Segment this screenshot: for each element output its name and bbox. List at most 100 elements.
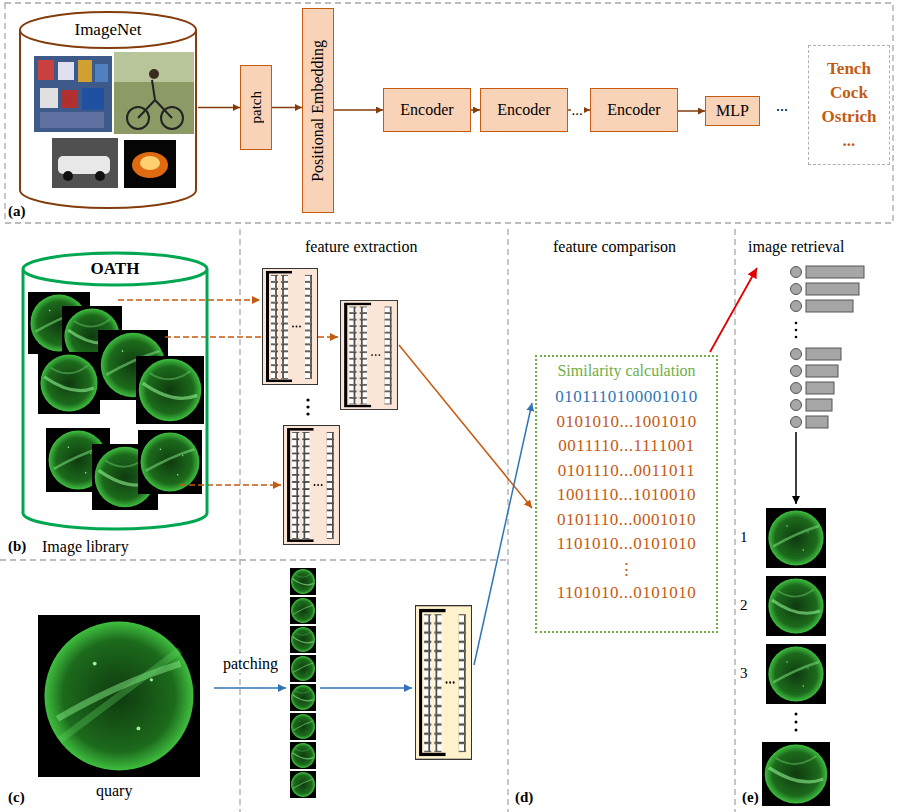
- class-output-box: Tench Cock Ostrich ...: [808, 45, 890, 165]
- panel-separators: [5, 3, 893, 223]
- ranked-list: [791, 267, 802, 278]
- imagenet-photos: [40, 112, 104, 128]
- imagenet-photos: [38, 60, 54, 80]
- imagenet-photos: [140, 156, 160, 170]
- imagenet-photos: [34, 56, 112, 132]
- panel-separators: [0, 559, 508, 560]
- result-images: [766, 508, 826, 568]
- query-arrows: [214, 687, 286, 689]
- panel-separators: [239, 229, 240, 812]
- result-images: [795, 721, 798, 724]
- ranked-list: [791, 301, 802, 312]
- query-image: [60, 650, 180, 740]
- feature-matrices: [263, 268, 318, 384]
- process-box: patch: [240, 65, 272, 150]
- node-text: Encoder: [497, 100, 550, 119]
- node-text: Similarity calculation: [557, 361, 695, 380]
- query-arrows: [214, 403, 532, 688]
- result-arrow: [795, 432, 797, 504]
- node-text: Tench Cock Ostrich ...: [822, 57, 877, 153]
- feature-matrices: [341, 300, 398, 409]
- imagenet-photos: [114, 52, 194, 134]
- feature-matrices: [262, 268, 472, 760]
- result-images: [762, 508, 830, 806]
- panel-separators: [734, 229, 735, 812]
- feature-matrices: [284, 426, 340, 545]
- node-text: 1001110...1010010: [557, 483, 696, 508]
- imagenet-photos: [63, 171, 73, 181]
- patch-strip: [290, 597, 316, 624]
- result-images: [766, 644, 826, 704]
- patch-strip: [290, 684, 316, 711]
- imagenet-photos: [138, 80, 172, 118]
- imagenet-photos: [40, 88, 58, 108]
- ranked-list: [791, 417, 802, 428]
- feature-matrices: [306, 405, 309, 408]
- ranked-list: [806, 365, 838, 377]
- imagenet-photos: [149, 69, 159, 79]
- edge-label: ...: [571, 102, 584, 119]
- flow-arrow: [334, 109, 383, 111]
- flow-arrow: [198, 107, 240, 109]
- imagenet-photos: [95, 64, 108, 82]
- imagenet-photos: [78, 60, 92, 82]
- similarity-box: Similarity calculation010111010000101001…: [535, 355, 718, 633]
- node-text: MLP: [716, 101, 749, 120]
- caption-label: Image library: [42, 537, 129, 556]
- dataset-cylinder: ImageNet: [18, 10, 198, 210]
- node-text: patch: [247, 91, 265, 123]
- process-box: Positional Embedding: [302, 8, 334, 213]
- node-text: 0101110...0001010: [557, 508, 696, 533]
- patch-strip: [290, 771, 316, 798]
- node-text: 0101010...1001010: [556, 410, 696, 435]
- extraction-arrows: [118, 299, 260, 301]
- panel-separators: [0, 3, 893, 812]
- node-text: ImageNet: [74, 20, 141, 40]
- section-heading: feature extraction: [305, 237, 417, 256]
- patch-strip: [290, 568, 316, 798]
- encoder-box: Encoder: [383, 88, 471, 132]
- query-image: [38, 615, 200, 777]
- flow-arrow: [272, 107, 302, 109]
- cylinder-outline: [20, 250, 210, 532]
- ranked-list: [791, 366, 802, 377]
- node-text: Encoder: [607, 100, 660, 119]
- flow-arrow: [471, 109, 480, 111]
- panel-label: (b): [8, 537, 26, 555]
- result-images: [795, 713, 798, 716]
- step-label: patching: [222, 654, 279, 673]
- ranked-list: [806, 300, 853, 312]
- ranked-list: [806, 399, 832, 411]
- imagenet-photos: [124, 140, 176, 188]
- query-arrows: [474, 403, 532, 665]
- imagenet-photos: [82, 88, 104, 110]
- to-comparison-arrow: [399, 345, 532, 508]
- node-text: OATH: [91, 259, 140, 279]
- rank-number: 1: [740, 528, 748, 546]
- patch-strip: [290, 713, 316, 740]
- extraction-arrows: [180, 484, 281, 486]
- node-text: 1101010...0101010: [557, 581, 697, 606]
- patch-strip: [290, 568, 316, 595]
- ranked-list: [791, 383, 802, 394]
- ranked-list: [795, 336, 798, 339]
- node-text: 1101010...0101010: [557, 532, 697, 557]
- encoder-box: Encoder: [590, 88, 678, 132]
- node-text: 0101110...0011011: [558, 459, 696, 484]
- panel-label: (e): [742, 788, 759, 806]
- caption-label: quary: [96, 781, 132, 800]
- result-images: [762, 742, 830, 806]
- imagenet-photos: [58, 156, 110, 174]
- node-text: ⋮: [618, 557, 635, 582]
- oath-image-stack: [28, 292, 204, 510]
- rank-number: 3: [740, 664, 748, 682]
- ranked-list: [806, 382, 834, 394]
- imagenet-photos: [62, 90, 78, 108]
- section-heading: feature comparison: [553, 237, 676, 256]
- feature-matrices: [416, 606, 472, 760]
- ranked-list: [791, 266, 865, 428]
- cylinder-outline: [18, 10, 198, 210]
- ranked-list: [791, 349, 802, 360]
- feature-matrices: [306, 398, 309, 401]
- node-text: 0101110100001010: [555, 385, 698, 410]
